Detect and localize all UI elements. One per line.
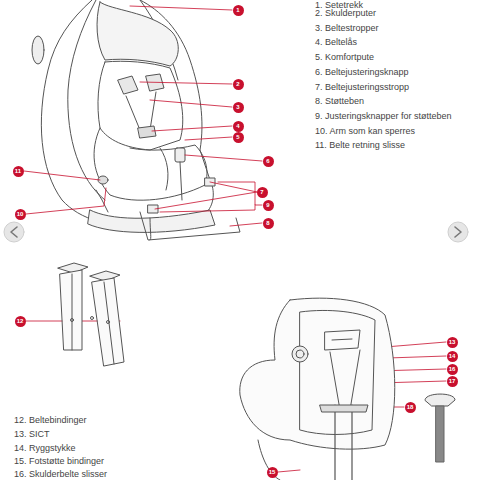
callout-number: 18 bbox=[405, 402, 416, 413]
part-name: 15. Fotstøtte bindinger bbox=[14, 456, 104, 466]
part-name: 10. Arm som kan sperres bbox=[315, 126, 415, 136]
callout-number: 11 bbox=[13, 166, 24, 177]
part-name: 14. Ryggstykke bbox=[14, 443, 76, 453]
callout-number: 1 bbox=[233, 5, 244, 16]
part-name: 8. Støtteben bbox=[315, 96, 364, 106]
callout-number: 13 bbox=[447, 337, 458, 348]
callout-number: 9 bbox=[263, 200, 274, 211]
callout-number: 8 bbox=[263, 218, 274, 229]
part-name: 11. Belte retning slisse bbox=[315, 140, 405, 150]
callout-number: 2 bbox=[233, 79, 244, 90]
part-name: 6. Beltejusteringsknapp bbox=[315, 67, 409, 77]
callout-number: 14 bbox=[447, 351, 458, 362]
callout-number: 4 bbox=[233, 121, 244, 132]
part-name: 4. Beltelås bbox=[315, 37, 357, 47]
callout-number: 17 bbox=[447, 376, 458, 387]
callout-number: 6 bbox=[263, 156, 274, 167]
callout-number: 15 bbox=[267, 467, 278, 478]
part-name: 12. Beltebindinger bbox=[14, 415, 87, 425]
callout-number: 12 bbox=[15, 316, 26, 327]
callout-number: 3 bbox=[233, 102, 244, 113]
part-name: 5. Komfortpute bbox=[315, 52, 374, 62]
callout-number: 5 bbox=[233, 132, 244, 143]
part-name: 3. Beltestropper bbox=[315, 23, 379, 33]
part-name: 2. Skulderputer bbox=[315, 8, 376, 18]
callout-number: 7 bbox=[257, 187, 268, 198]
part-name: 7. Beltejusteringsstropp bbox=[315, 82, 409, 92]
part-name: 9. Justeringsknapper for støtteben bbox=[315, 111, 452, 121]
part-name: 13. SICT bbox=[14, 429, 50, 439]
callout-number: 10 bbox=[15, 209, 26, 220]
callout-number: 16 bbox=[447, 364, 458, 375]
part-name: 16. Skulderbelte slisser bbox=[14, 469, 107, 479]
